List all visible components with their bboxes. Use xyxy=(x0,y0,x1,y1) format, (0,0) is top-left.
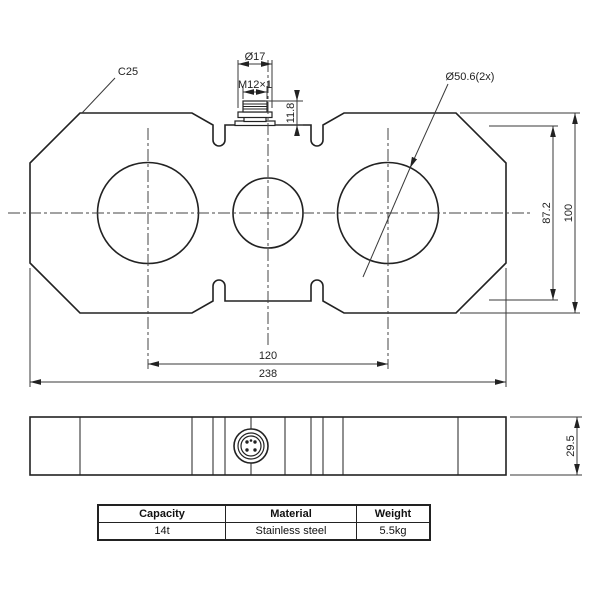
capacity-header: Capacity xyxy=(97,504,226,523)
overall-length-label: 238 xyxy=(259,368,277,380)
weight-header: Weight xyxy=(356,504,431,523)
boss-height-label: 11.8 xyxy=(285,103,297,124)
connector-face xyxy=(233,428,269,464)
weight-value: 5.5kg xyxy=(356,522,431,541)
boss-diameter-label: Ø17 xyxy=(245,51,266,63)
inner-height-label: 87.2 xyxy=(541,202,553,223)
connector-collar xyxy=(237,111,273,119)
spec-table-value-row: 14t Stainless steel 5.5kg xyxy=(97,522,431,541)
dimensions: C25 Ø17 M12×1 11.8 Ø5 xyxy=(29,51,580,387)
thread-lines xyxy=(243,103,267,110)
dim-inner-height: 87.2 xyxy=(489,125,558,301)
hole-diameter-label: Ø50.6(2x) xyxy=(446,71,495,83)
dim-hole-diameter: Ø50.6(2x) xyxy=(362,71,495,278)
hole-spacing-label: 120 xyxy=(259,350,277,362)
dim-overall-height: 100 xyxy=(460,112,580,314)
dim-thread: M12×1 xyxy=(238,79,272,99)
thread-label: M12×1 xyxy=(238,79,272,91)
front-feature-edges xyxy=(79,417,459,475)
overall-height-label: 100 xyxy=(563,204,575,222)
thickness-label: 29.5 xyxy=(565,435,577,456)
top-view xyxy=(8,60,532,369)
chamfer-label: C25 xyxy=(118,66,138,78)
body-outline xyxy=(29,112,507,314)
spec-table-header-row: Capacity Material Weight xyxy=(97,504,431,523)
dim-boss-height: 11.8 xyxy=(265,90,303,136)
dim-boss-diameter: Ø17 xyxy=(237,51,273,108)
dim-hole-spacing: 120 xyxy=(147,350,388,367)
capacity-value: 14t xyxy=(97,522,226,541)
material-value: Stainless steel xyxy=(225,522,357,541)
connector-pins xyxy=(245,439,257,452)
dim-thickness: 29.5 xyxy=(510,416,582,476)
dim-chamfer: C25 xyxy=(81,66,138,114)
dim-overall-length: 238 xyxy=(29,268,507,387)
front-view: 29.5 xyxy=(29,416,582,476)
material-header: Material xyxy=(225,504,357,523)
front-outline xyxy=(29,416,507,476)
spec-table: Capacity Material Weight 14t Stainless s… xyxy=(97,504,431,541)
connector-boss-profile xyxy=(234,100,276,127)
